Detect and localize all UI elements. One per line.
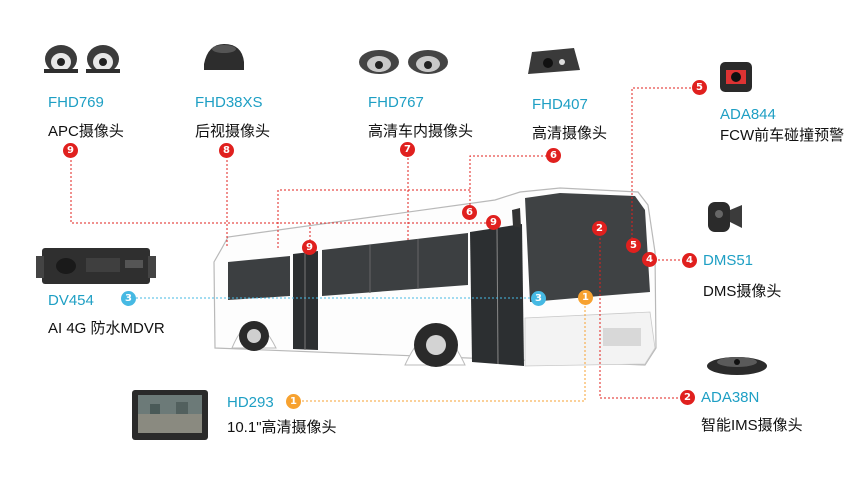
ada844-description: FCW前车碰撞预警 (720, 127, 845, 144)
fhd767-description: 高清车内摄像头 (368, 123, 474, 140)
badge-4: 4 (682, 253, 697, 268)
dms51-description: DMS摄像头 (703, 283, 782, 300)
badge-1: 1 (286, 394, 301, 409)
hd293-model-label: HD293 (227, 394, 274, 411)
badge-9-door: 9 (302, 240, 317, 255)
dv454-description: AI 4G 防水MDVR (48, 320, 165, 337)
fhd38xs-camera-image (204, 44, 244, 70)
badge-4-bus: 4 (642, 252, 657, 267)
badge-5-bus: 5 (626, 238, 641, 253)
badge-2-bus: 2 (592, 221, 607, 236)
ada844-camera-image (720, 62, 752, 92)
fhd38xs-description: 后视摄像头 (195, 123, 271, 140)
badge-7: 7 (400, 142, 415, 157)
badge-5: 5 (692, 80, 707, 95)
dms51-camera-image (708, 202, 742, 232)
fhd769-description: APC摄像头 (48, 123, 124, 140)
dv454-model-label: DV454 (48, 292, 94, 309)
bus (213, 187, 657, 367)
badge-9-front: 9 (486, 215, 501, 230)
ada38n-camera-image (707, 357, 767, 375)
badge-8: 8 (219, 143, 234, 158)
ada38n-description: 智能IMS摄像头 (701, 417, 803, 434)
badge-9: 9 (63, 143, 78, 158)
dv454-mdvr-image (36, 248, 156, 284)
hd293-description: 10.1"高清摄像头 (227, 419, 337, 436)
fhd407-model-label: FHD407 (532, 96, 588, 113)
fhd767-camera-image (359, 50, 448, 74)
fhd407-description: 高清摄像头 (532, 125, 608, 142)
badge-3-bus: 3 (531, 291, 546, 306)
fhd769-camera-image (44, 45, 120, 73)
badge-2: 2 (680, 390, 695, 405)
hd293-monitor-image (132, 390, 208, 440)
badge-3: 3 (121, 291, 136, 306)
badge-6-bus: 6 (462, 205, 477, 220)
dms51-model-label: DMS51 (703, 252, 754, 269)
fhd407-camera-image (528, 48, 580, 74)
fhd38xs-model-label: FHD38XS (195, 94, 263, 111)
ada844-model-label: ADA844 (720, 106, 776, 123)
badge-1-bus: 1 (578, 290, 593, 305)
fhd767-model-label: FHD767 (368, 94, 424, 111)
leader-lines-red (70, 87, 699, 399)
ada38n-model-label: ADA38N (701, 389, 760, 406)
badge-6: 6 (546, 148, 561, 163)
fhd769-model-label: FHD769 (48, 94, 104, 111)
